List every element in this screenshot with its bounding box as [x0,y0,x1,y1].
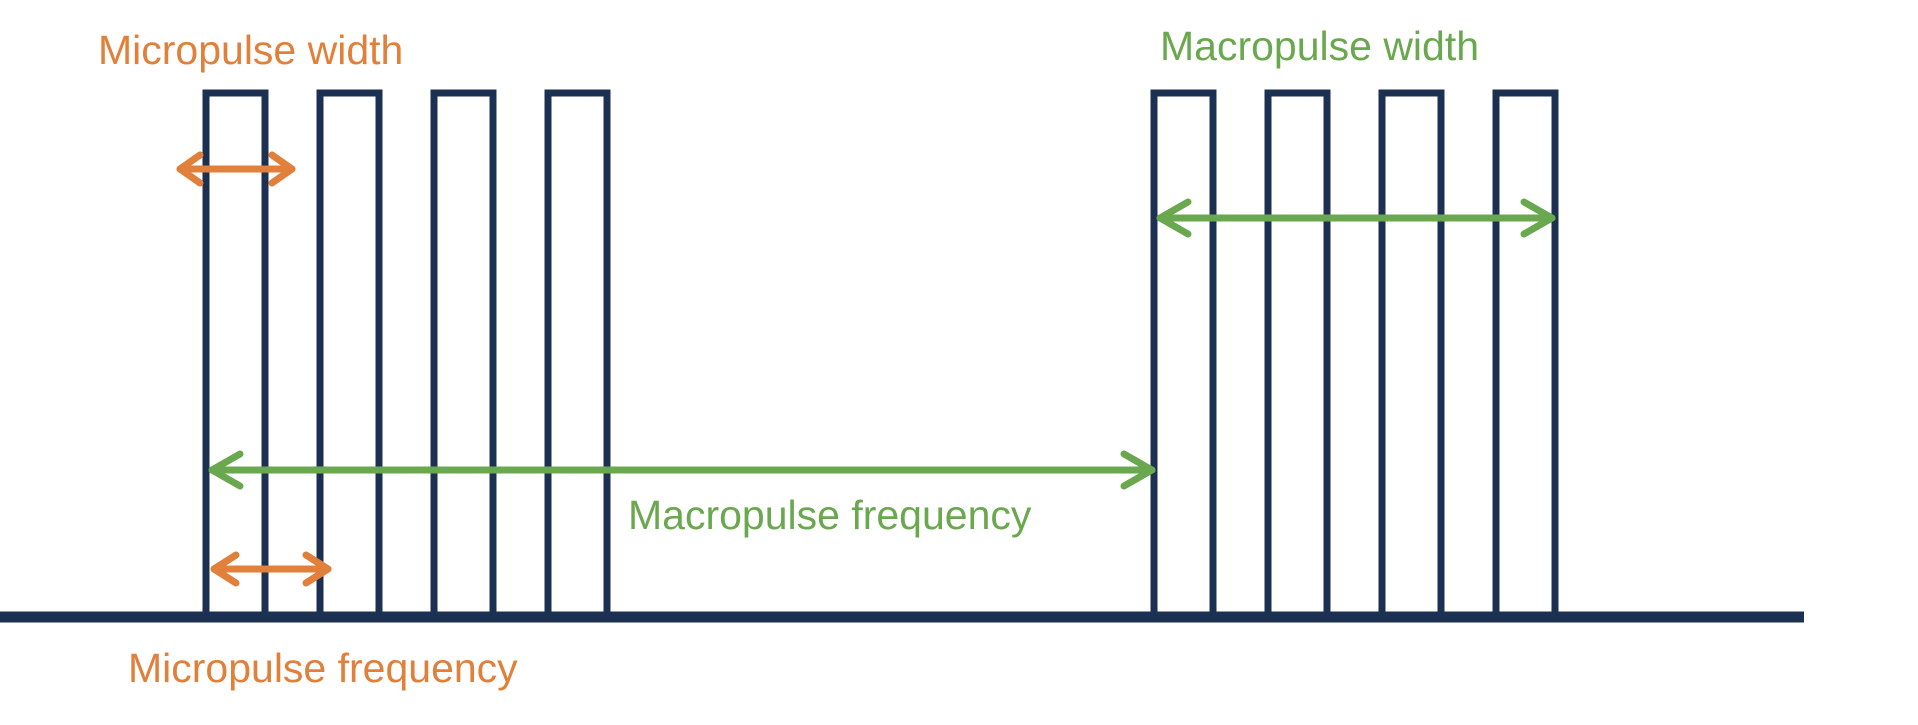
micropulse-6 [1264,89,1331,621]
macropulse-width-arrow [1156,198,1556,238]
micropulse-width-label: Micropulse width [98,27,403,73]
micropulse-frequency-label: Micropulse frequency [128,645,518,691]
micropulse-2 [316,89,383,621]
macropulse-frequency-arrow [208,450,1156,490]
micropulse-frequency-arrow [210,551,332,587]
micropulse-train-2 [1150,89,1559,621]
micropulse-1 [202,89,269,621]
micropulse-5 [1150,89,1217,621]
micropulse-train-1 [202,89,611,621]
macropulse-width-label: Macropulse width [1160,23,1479,69]
micropulse-4 [544,89,611,621]
macropulse-frequency-label: Macropulse frequency [628,492,1032,538]
micropulse-8 [1492,89,1559,621]
micropulse-7 [1378,89,1445,621]
micropulse-3 [430,89,497,621]
micropulse-width-arrow [176,151,296,187]
